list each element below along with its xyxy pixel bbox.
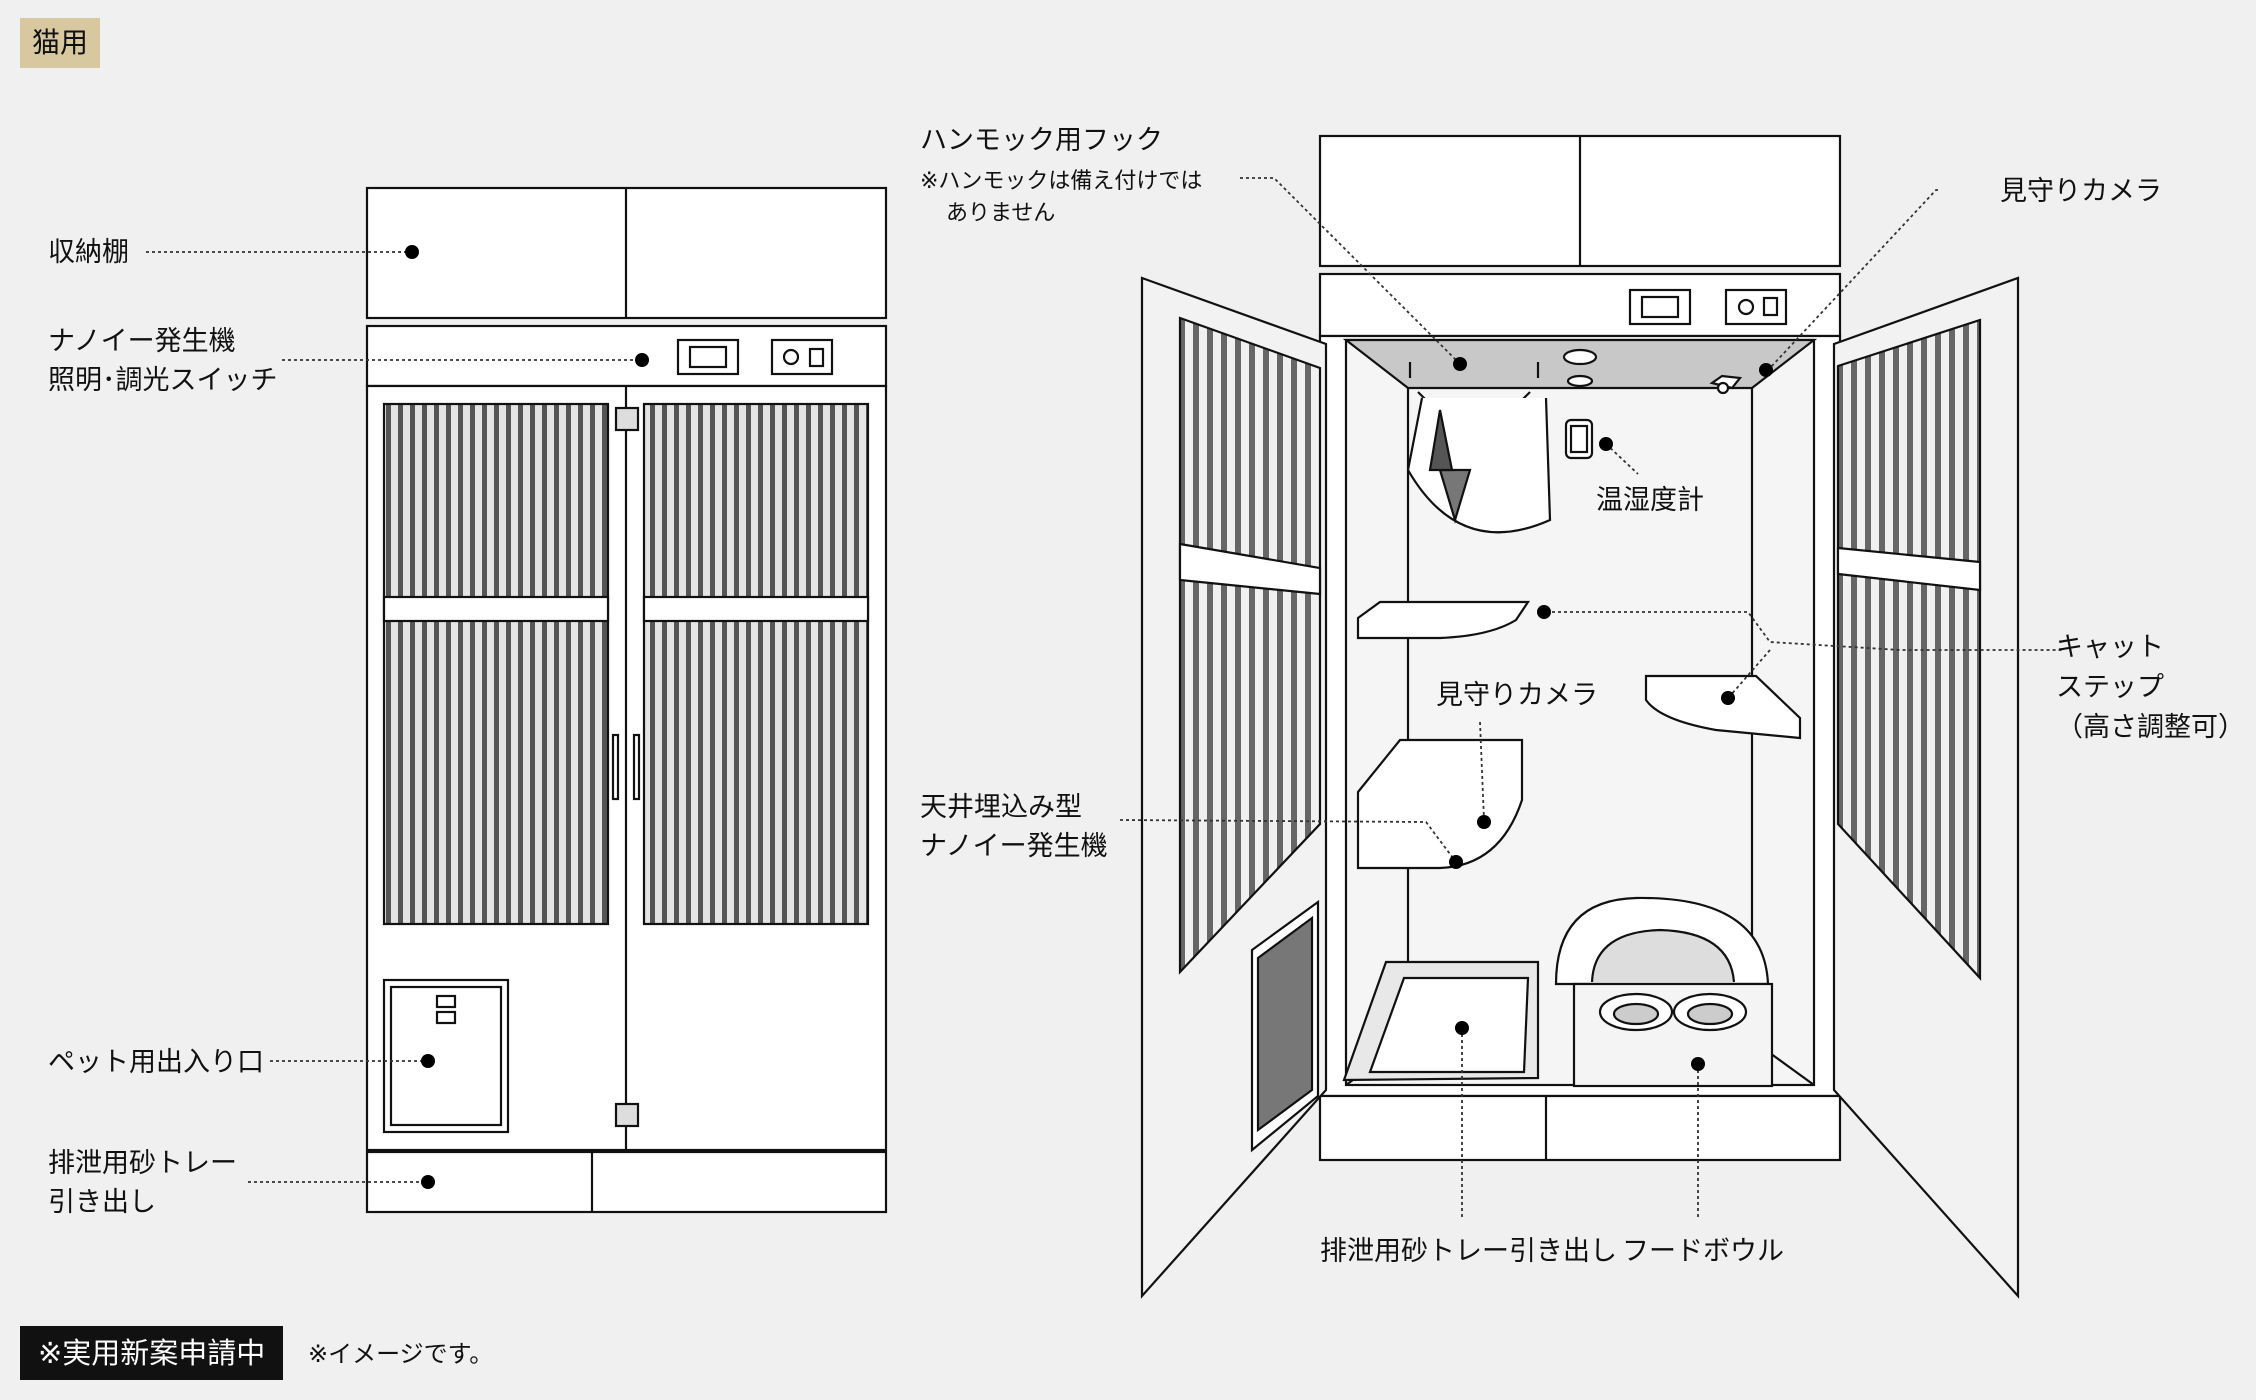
label-thermo-hygrometer: 温湿度計 — [1596, 485, 1704, 516]
label-camera-inner: 見守りカメラ — [1436, 680, 1598, 711]
label-dots — [405, 245, 1773, 1189]
label-cat-step-line1: キャット — [2056, 632, 2164, 663]
category-badge: 猫用 — [20, 18, 100, 68]
open-cabinet — [1140, 134, 2020, 1299]
label-litter-drawer-bottom: 排泄用砂トレー引き出し — [1320, 1236, 1617, 1267]
label-cat-step-line3: （高さ調整可） — [2056, 712, 2245, 743]
label-hammock-hook: ハンモック用フック — [920, 125, 1163, 156]
label-camera-top: 見守りカメラ — [2000, 176, 2162, 207]
closed-cabinet — [365, 186, 888, 1214]
image-disclaimer: ※イメージです。 — [308, 1340, 494, 1368]
label-food-bowl: フードボウル — [1622, 1236, 1784, 1267]
patent-pending-notice: ※実用新案申請中 — [20, 1326, 284, 1380]
label-storage-shelf: 収納棚 — [48, 237, 129, 268]
leader-lines — [146, 177, 2063, 1218]
hammock-note-line1: ※ハンモックは備え付けでは — [920, 169, 1203, 194]
label-litter-drawer-line2: 引き出し — [48, 1187, 156, 1218]
label-ceiling-nanoe-line2: ナノイー発生機 — [920, 831, 1108, 862]
label-light-dimmer-switch: 照明･調光スイッチ — [48, 365, 278, 396]
label-pet-door: ペット用出入り口 — [48, 1047, 264, 1078]
label-cat-step-line2: ステップ — [2056, 672, 2164, 703]
label-ceiling-nanoe-line1: 天井埋込み型 — [920, 792, 1082, 823]
label-nanoe-generator: ナノイー発生機 — [48, 326, 236, 357]
label-litter-drawer-line1: 排泄用砂トレー — [48, 1148, 237, 1179]
hammock-note-line2: ありません — [946, 201, 1056, 226]
